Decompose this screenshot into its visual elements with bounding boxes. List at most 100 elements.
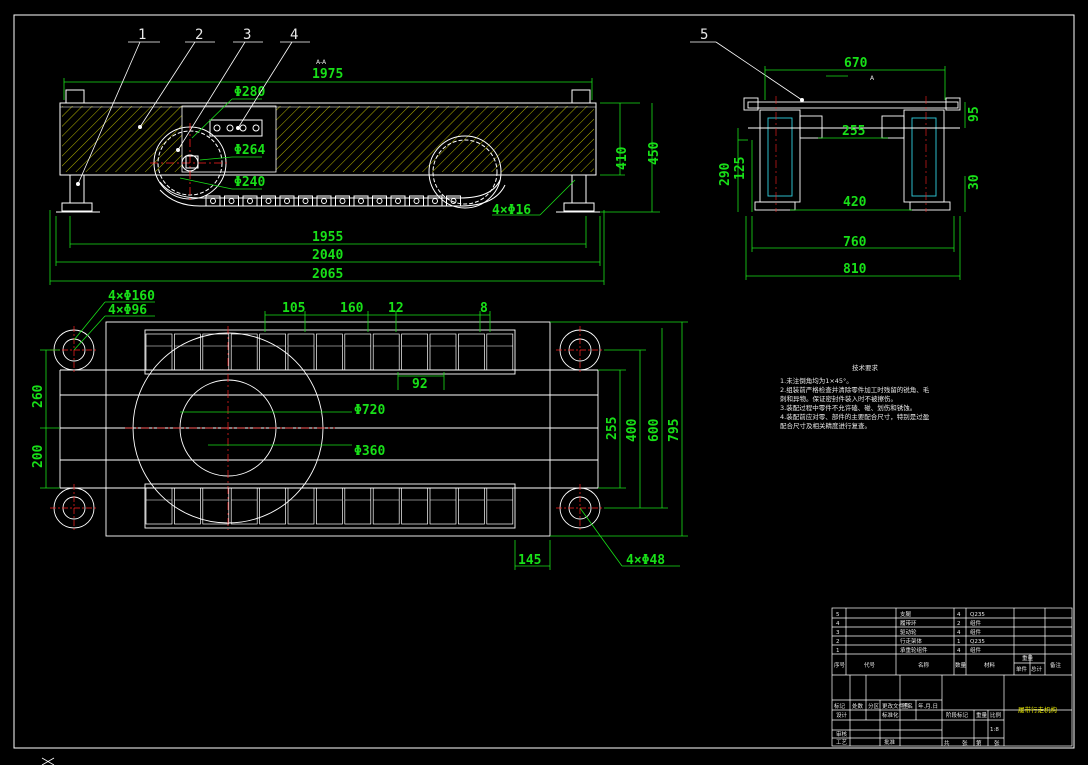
part-qty: 2 (957, 621, 961, 627)
balloon-5: 5 (700, 27, 708, 43)
track-shoe (145, 487, 173, 525)
chain-pin (376, 198, 383, 204)
part-qty: 4 (957, 612, 961, 618)
drawing-title: 履带行走机构 (1018, 705, 1058, 714)
dim-side-125: 125 (733, 157, 748, 180)
dim-top-795: 795 (667, 419, 682, 442)
tb-stage-scale: 比例 (990, 711, 1002, 719)
chain-link (298, 195, 313, 207)
dim-top-d720: Φ720 (354, 403, 385, 418)
dim-side-810: 810 (843, 262, 867, 277)
dim-side-290: 290 (718, 162, 733, 186)
dim-top-260: 260 (31, 384, 46, 408)
top-dims (40, 301, 688, 570)
section-label-front: A-A (316, 59, 327, 66)
track-shoe (458, 487, 485, 525)
part-no: 2 (836, 639, 840, 645)
chain-link (316, 195, 332, 207)
chain-link (224, 195, 239, 207)
chain-pin (302, 198, 309, 204)
chain-pin (450, 198, 457, 204)
chain-pin (247, 198, 253, 204)
front-view (56, 89, 600, 213)
chain-link (372, 195, 387, 207)
track-cells (145, 333, 514, 525)
dim-bolt-160: 4×Φ160 (108, 289, 155, 304)
dim-top-105: 105 (282, 301, 305, 316)
tb-weight: 重量 (1022, 654, 1034, 662)
dim-2065: 2065 (312, 267, 343, 282)
chain-link (335, 195, 350, 207)
chain-link (409, 195, 424, 207)
dim-top-200: 200 (31, 444, 46, 468)
chain-pin (228, 198, 235, 204)
chain-pin (321, 198, 327, 204)
note-line: 3.装配过程中零件不允许磕、碰、划伤和锈蚀。 (780, 403, 916, 412)
chain-link (427, 195, 443, 207)
tb-sign: 签名 (902, 702, 913, 710)
track-shoe (401, 333, 428, 371)
dim-h410: 410 (615, 146, 630, 170)
chain-pin (265, 198, 272, 204)
tb-role-approve: 批准 (884, 738, 896, 746)
notes-title: 技术要求 (852, 363, 879, 372)
drawing-border (13, 14, 1075, 749)
dim-top-160: 160 (340, 301, 364, 316)
part-name: 驱动轮 (900, 628, 917, 636)
dim-side-255: 255 (842, 124, 865, 139)
part-name: 履带环 (900, 620, 917, 627)
chain-pin (395, 198, 401, 204)
dim-d240: Φ240 (234, 175, 265, 190)
dim-side-30: 30 (967, 174, 982, 190)
part-qty: 1 (957, 639, 961, 645)
dim-top-8: 8 (480, 301, 488, 316)
dim-top-92: 92 (412, 377, 428, 392)
track-shoe (458, 333, 485, 371)
chain-pin (210, 198, 216, 204)
chain-link (205, 195, 221, 207)
tb-role-process: 工艺 (836, 739, 848, 746)
track-shoe (372, 487, 400, 525)
chain-pin (413, 198, 420, 204)
tb-sheet: 共 (944, 739, 950, 747)
dim-side-95: 95 (967, 106, 982, 122)
track-shoe (429, 333, 457, 371)
dim-feet: 4×Φ16 (492, 203, 531, 218)
dim-top-255: 255 (605, 417, 620, 440)
tb-sheet: 第 (976, 739, 982, 747)
side-dims (737, 66, 966, 280)
part-no: 4 (836, 621, 840, 627)
tb-sign: 标记 (834, 702, 846, 710)
tb-sign: 处数 (852, 702, 864, 710)
track-shoe (316, 487, 343, 525)
tb-header-remark: 备注 (1050, 661, 1062, 669)
dim-front-1975: 1975 (312, 67, 343, 82)
note-line: 刺和异物。保证密封件装入时不被擦伤。 (780, 394, 897, 403)
part-no: 5 (836, 612, 840, 618)
front-dims (49, 78, 660, 285)
track-shoe (486, 333, 514, 371)
technical-notes: 技术要求 1.未注倒角均为1×45°。 2.组装前严格检查并清除零件加工时残留的… (780, 363, 930, 430)
part-material: 组件 (970, 646, 982, 654)
part-material: Q235 (970, 639, 985, 645)
dim-side-760: 760 (843, 235, 867, 250)
part-material: Q235 (970, 612, 985, 618)
tb-header-code: 代号 (864, 661, 876, 669)
part-material: 组件 (970, 619, 982, 627)
chain-link (353, 195, 369, 207)
note-line: 4.装配前应对零、部件的主要配合尺寸，特别是过盈 (780, 412, 930, 421)
chain-link (261, 195, 276, 207)
track-shoe (316, 333, 343, 371)
part-qty: 4 (957, 648, 961, 654)
chain-pin (432, 198, 438, 204)
track-shoe (230, 487, 258, 525)
track-shoe (202, 333, 230, 371)
dim-top-400: 400 (625, 418, 640, 442)
track-shoe (259, 487, 286, 525)
chain-pin (358, 198, 364, 204)
balloon-1: 1 (138, 27, 146, 43)
track-shoe (230, 333, 258, 371)
tb-sheet: 张 (994, 739, 1000, 747)
part-name: 行走架体 (900, 637, 923, 645)
